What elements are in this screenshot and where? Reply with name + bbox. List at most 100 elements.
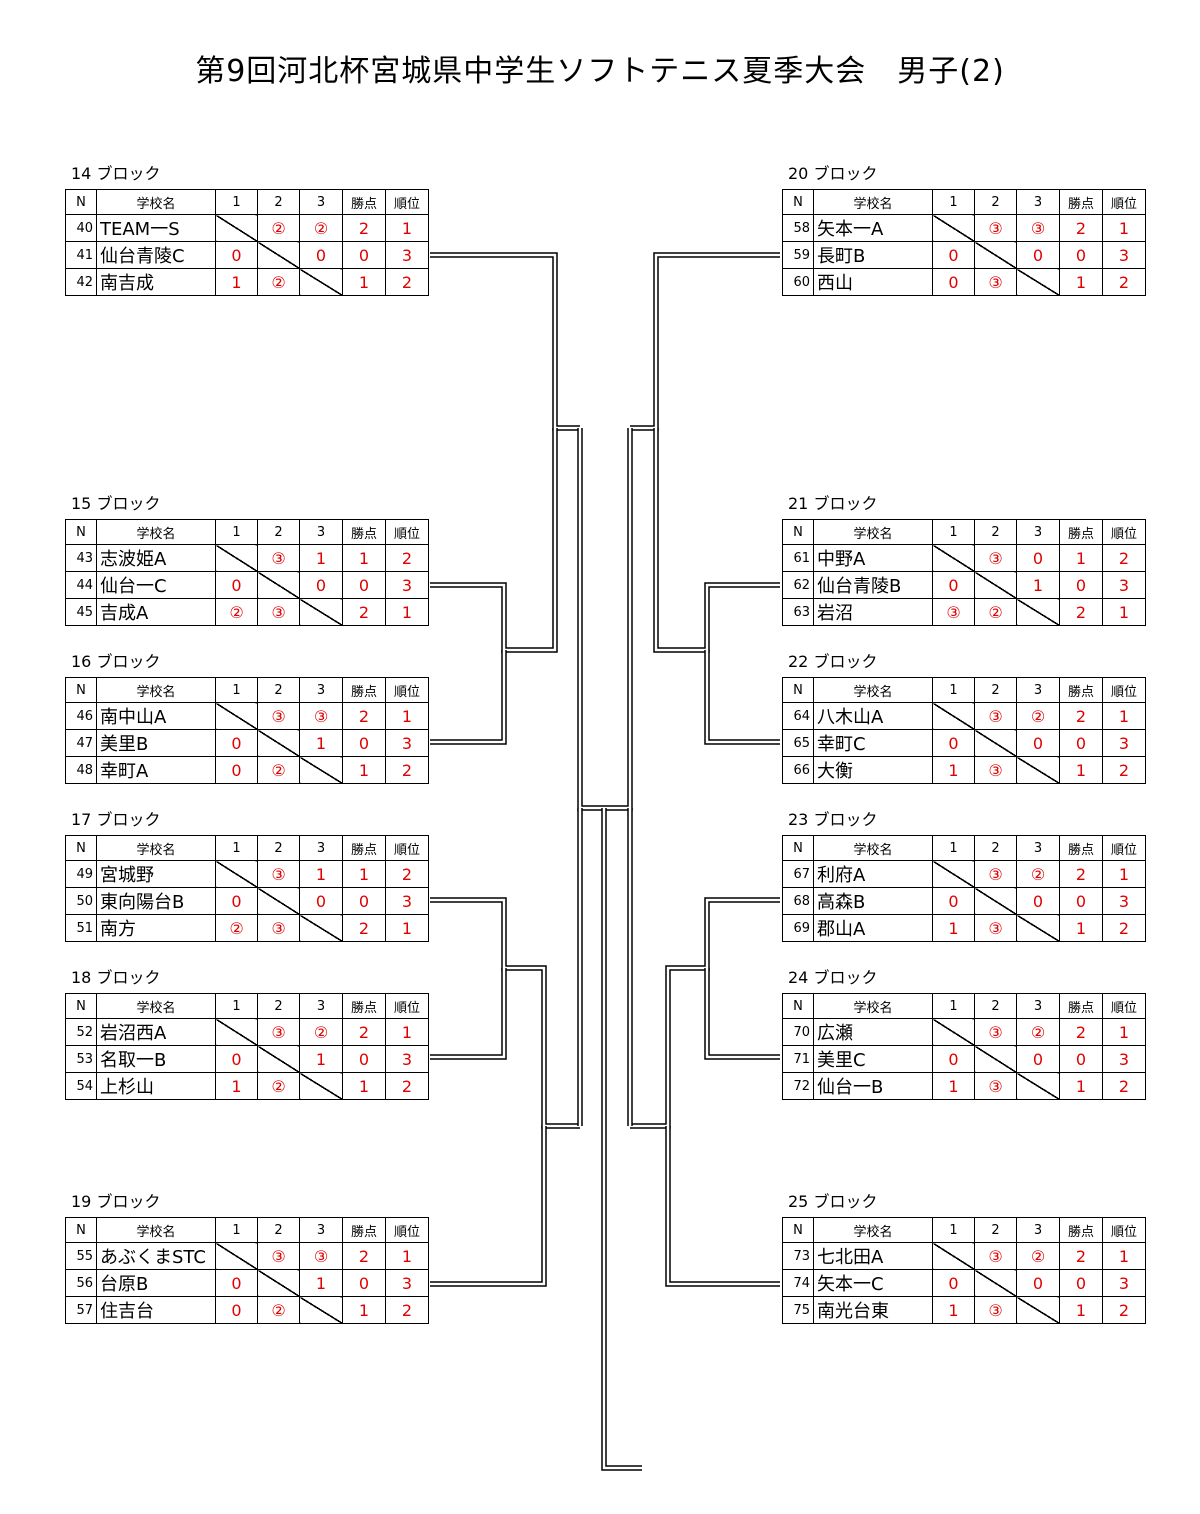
self-match-diagonal [1016, 756, 1060, 784]
rank: 2 [385, 860, 429, 888]
header-rank: 順位 [385, 1217, 429, 1243]
match-result: 0 [299, 887, 343, 915]
header-school: 学校名 [813, 189, 933, 215]
match-result: ② [257, 214, 300, 242]
self-match-diagonal [257, 571, 300, 599]
match-result: ② [257, 1072, 300, 1100]
entry-number: 52 [65, 1018, 97, 1046]
rank: 1 [1102, 598, 1146, 626]
header-col-3: 3 [1016, 519, 1060, 545]
header-rank: 順位 [385, 835, 429, 861]
entry-number: 50 [65, 887, 97, 915]
header-col-2: 2 [974, 677, 1017, 703]
entry-number: 65 [782, 729, 814, 757]
win-points: 2 [342, 1018, 386, 1046]
match-result: 1 [1016, 571, 1060, 599]
entry-number: 71 [782, 1045, 814, 1073]
school-name: 吉成A [96, 598, 216, 626]
school-name: 七北田A [813, 1242, 933, 1270]
match-result: ② [1016, 1242, 1060, 1270]
win-points: 2 [342, 914, 386, 942]
entry-number: 57 [65, 1296, 97, 1324]
self-match-diagonal [974, 241, 1017, 269]
school-name: 岩沼 [813, 598, 933, 626]
match-result: ③ [257, 860, 300, 888]
rank: 1 [385, 598, 429, 626]
header-school: 学校名 [96, 993, 216, 1019]
header-n: N [782, 519, 814, 545]
match-result: ③ [257, 702, 300, 730]
header-school: 学校名 [813, 677, 933, 703]
header-points: 勝点 [1059, 677, 1103, 703]
header-n: N [782, 835, 814, 861]
header-rank: 順位 [1102, 993, 1146, 1019]
match-result: 0 [932, 887, 975, 915]
block-label: 14 ブロック [71, 164, 161, 183]
header-col-1: 1 [215, 835, 258, 861]
entry-number: 45 [65, 598, 97, 626]
match-result: ③ [974, 544, 1017, 572]
block-label: 15 ブロック [71, 494, 161, 513]
self-match-diagonal [299, 598, 343, 626]
header-col-1: 1 [215, 993, 258, 1019]
header-col-1: 1 [215, 677, 258, 703]
rank: 1 [1102, 702, 1146, 730]
win-points: 1 [342, 860, 386, 888]
entry-number: 62 [782, 571, 814, 599]
match-result: ② [257, 756, 300, 784]
win-points: 0 [342, 571, 386, 599]
rank: 1 [385, 914, 429, 942]
entry-number: 48 [65, 756, 97, 784]
entry-number: 64 [782, 702, 814, 730]
school-name: 矢本一C [813, 1269, 933, 1297]
header-rank: 順位 [1102, 189, 1146, 215]
match-result: ② [215, 914, 258, 942]
match-result: 0 [215, 729, 258, 757]
win-points: 1 [342, 268, 386, 296]
self-match-diagonal [932, 214, 975, 242]
match-result: 0 [932, 1269, 975, 1297]
rank: 3 [1102, 571, 1146, 599]
school-name: 東向陽台B [96, 887, 216, 915]
match-result: 0 [1016, 1269, 1060, 1297]
match-result: 1 [932, 1296, 975, 1324]
header-rank: 順位 [1102, 677, 1146, 703]
entry-number: 73 [782, 1242, 814, 1270]
win-points: 0 [1059, 1269, 1103, 1297]
school-name: 美里B [96, 729, 216, 757]
match-result: ③ [974, 268, 1017, 296]
entry-number: 61 [782, 544, 814, 572]
match-result: ③ [974, 702, 1017, 730]
entry-number: 72 [782, 1072, 814, 1100]
match-result: ③ [974, 1296, 1017, 1324]
block-label: 16 ブロック [71, 652, 161, 671]
entry-number: 47 [65, 729, 97, 757]
entry-number: 54 [65, 1072, 97, 1100]
match-result: 0 [1016, 1045, 1060, 1073]
win-points: 0 [342, 241, 386, 269]
match-result: ③ [299, 702, 343, 730]
school-name: 仙台一C [96, 571, 216, 599]
self-match-diagonal [215, 544, 258, 572]
school-name: 南中山A [96, 702, 216, 730]
win-points: 1 [342, 1072, 386, 1100]
self-match-diagonal [974, 887, 1017, 915]
match-result: 0 [215, 887, 258, 915]
header-col-1: 1 [215, 189, 258, 215]
win-points: 1 [342, 544, 386, 572]
win-points: 2 [342, 1242, 386, 1270]
